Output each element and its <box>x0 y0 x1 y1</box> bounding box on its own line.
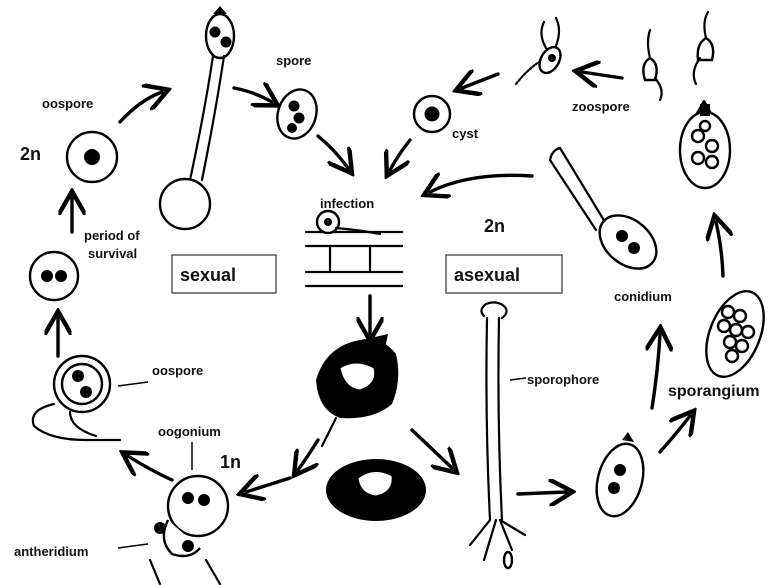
oospore-fertilized-illustration <box>33 356 120 440</box>
arrow-oospore-to-germination <box>120 92 162 122</box>
oospore-mid-leader <box>118 382 148 386</box>
sporangium-illustration <box>695 283 769 385</box>
arrow-tuber-to-oogonium <box>298 440 318 470</box>
label-antheridium: antheridium <box>14 544 88 559</box>
label-ploidy-2n-left: 2n <box>20 144 41 164</box>
label-sporangium: sporangium <box>668 383 760 400</box>
zoospores-illustration <box>643 12 713 100</box>
infection-illustration <box>306 211 402 286</box>
label-oogonium: oogonium <box>158 424 221 439</box>
label-cyst: cyst <box>452 126 479 141</box>
arrow-germination-to-spore <box>234 88 272 102</box>
label-survival: survival <box>88 246 137 261</box>
arrow-zoospore-to-cyst <box>462 74 498 88</box>
sporophore-illustration <box>470 302 525 568</box>
arrow-to-conidium <box>652 334 660 408</box>
oogonium-antheridium-illustration <box>150 476 228 584</box>
conidium-illustration <box>550 148 667 279</box>
oospore-2n-illustration <box>67 132 117 182</box>
sporophore-leader <box>510 378 526 380</box>
label-oospore-top: oospore <box>42 96 93 111</box>
arrow-sporangium-up <box>716 222 723 276</box>
label-period-of: period of <box>84 228 140 243</box>
label-ploidy-2n-right: 2n <box>484 216 505 236</box>
label-zoospore: zoospore <box>572 99 630 114</box>
sporangium-releasing-illustration <box>680 104 730 188</box>
label-infection: infection <box>320 196 374 211</box>
arrow-gametangia-to-oospore <box>128 456 172 480</box>
arrow-to-gametangia <box>246 478 290 492</box>
cyst-illustration <box>414 96 450 132</box>
label-conidium: conidium <box>614 289 672 304</box>
arrow-to-sporangium <box>660 416 690 452</box>
label-sexual: sexual <box>180 265 236 285</box>
germinating-oospore-illustration <box>160 6 234 229</box>
label-sporophore: sporophore <box>527 372 599 387</box>
arrow-conidium-to-infection <box>430 175 532 192</box>
arrow-release-zoospores <box>582 72 622 78</box>
label-ploidy-1n: 1n <box>220 452 241 472</box>
spore-illustration <box>271 84 323 143</box>
zoospore-cluster-illustration <box>516 18 565 84</box>
resting-oospore-illustration <box>30 252 78 300</box>
antheridium-leader <box>118 544 148 548</box>
arrow-tuber-to-sporophore <box>412 430 452 468</box>
arrow-sporophore-to-spore <box>518 492 566 494</box>
label-asexual: asexual <box>454 265 520 285</box>
sporangium-spore-illustration <box>589 432 651 521</box>
label-oospore-mid: oospore <box>152 363 203 378</box>
arrow-spore-to-infection <box>318 136 348 168</box>
arrow-cyst-to-infection <box>390 140 410 170</box>
label-spore: spore <box>276 53 311 68</box>
infected-tuber-illustration <box>316 334 426 521</box>
